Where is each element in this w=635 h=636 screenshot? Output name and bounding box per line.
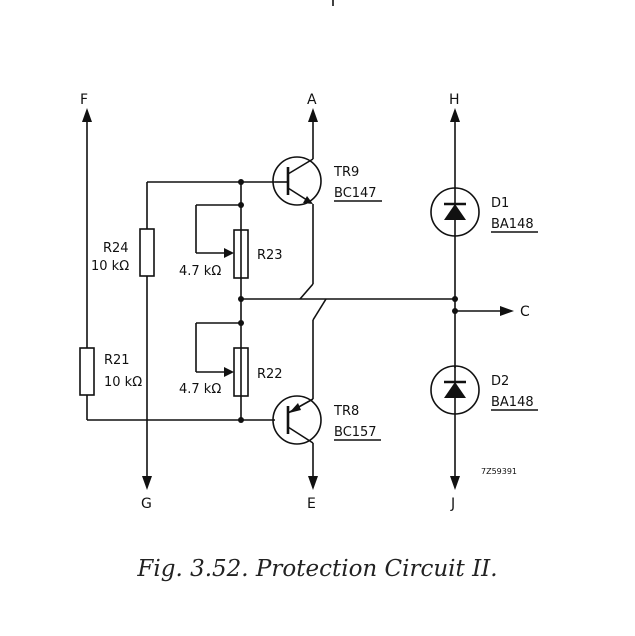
terminal-h-label: H: [449, 92, 460, 108]
d2-type-label: BA148: [491, 395, 534, 410]
r22-potentiometer: [195, 322, 249, 397]
d2-diode: [430, 365, 480, 415]
r22-name-label: R22: [257, 367, 283, 382]
tr8-type-label: BC157: [334, 425, 377, 440]
tr8-name-label: TR8: [333, 404, 359, 419]
d1-name-label: D1: [491, 196, 509, 211]
tr9-type-label: BC147: [334, 186, 377, 201]
terminal-e-line: [308, 298, 327, 490]
bias-chain: [238, 179, 455, 423]
terminal-c-line: [455, 306, 514, 316]
terminal-g-line: [142, 181, 275, 490]
terminal-h-line: [450, 108, 460, 188]
d1-diode: [430, 187, 480, 237]
r24-resistor: [139, 228, 155, 277]
r24-name-label: R24: [103, 241, 129, 256]
d1-type-label: BA148: [491, 217, 534, 232]
terminal-a-label: A: [307, 92, 317, 108]
terminal-a-line: [299, 108, 318, 300]
r23-value-label: 4.7 kΩ: [179, 264, 221, 279]
reference-code: 7Z59391: [481, 467, 517, 476]
tr8-transistor: [272, 395, 322, 445]
terminal-g-label: G: [141, 496, 152, 512]
r21-name-label: R21: [104, 353, 130, 368]
terminal-f-label: F: [80, 92, 88, 108]
terminal-c-label: C: [520, 304, 530, 320]
terminal-j-line: [450, 414, 460, 490]
r22-value-label: 4.7 kΩ: [179, 382, 221, 397]
figure-caption: Fig. 3.52. Protection Circuit II.: [137, 556, 498, 582]
r23-name-label: R23: [257, 248, 283, 263]
tr9-name-label: TR9: [333, 165, 359, 180]
d2-name-label: D2: [491, 374, 509, 389]
junction-node-upper: [452, 296, 458, 302]
terminal-j-label: J: [450, 496, 455, 512]
r24-value-label: 10 kΩ: [91, 259, 129, 274]
r21-resistor: [79, 347, 95, 396]
terminal-e-label: E: [307, 496, 316, 512]
r21-value-label: 10 kΩ: [104, 375, 142, 390]
r23-potentiometer: [195, 204, 249, 279]
tr9-transistor: [272, 156, 322, 206]
